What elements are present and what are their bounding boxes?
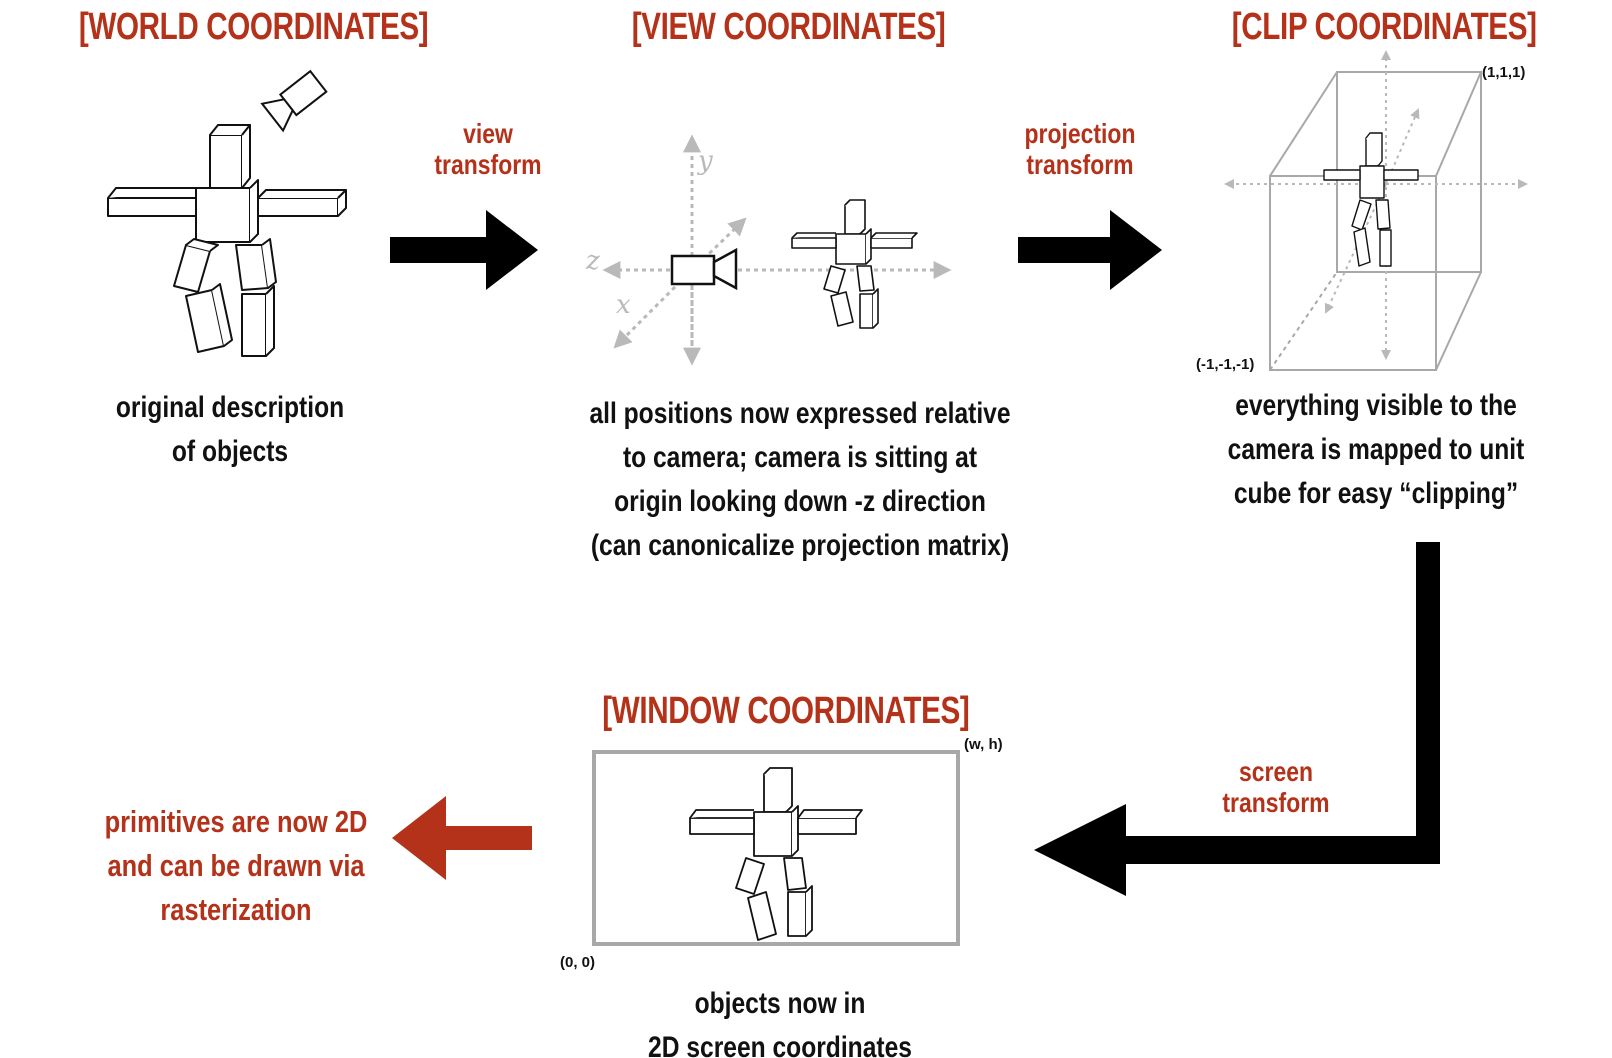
window-max-corner-label: (w, h) bbox=[964, 736, 1003, 753]
world-robot-figure bbox=[107, 124, 347, 357]
clip-min-corner-label: (-1,-1,-1) bbox=[1196, 356, 1255, 373]
clip-max-corner-label: (1,1,1) bbox=[1482, 64, 1526, 81]
rasterization-arrow bbox=[392, 796, 532, 880]
window-frame bbox=[592, 750, 960, 946]
clip-coordinates-title: [CLIP COORDINATES] bbox=[1231, 6, 1537, 48]
projection-transform-arrow bbox=[1018, 210, 1162, 290]
view-transform-arrow bbox=[390, 210, 538, 290]
view-axes bbox=[602, 134, 952, 366]
window-coordinates-title: [WINDOW COORDINATES] bbox=[602, 690, 970, 732]
z-axis-label: z bbox=[586, 246, 600, 276]
view-robot-figure bbox=[791, 199, 918, 329]
x-axis-label: x bbox=[616, 290, 631, 320]
screen-transform-arrow bbox=[1034, 542, 1440, 896]
camera-icon bbox=[260, 69, 328, 133]
y-axis-label: y bbox=[698, 146, 713, 176]
window-min-corner-label: (0, 0) bbox=[560, 954, 596, 971]
clip-cube bbox=[1269, 71, 1482, 371]
world-coordinates-title: [WORLD COORDINATES] bbox=[78, 6, 429, 48]
window-robot-figure bbox=[689, 767, 863, 941]
clip-robot-figure bbox=[1323, 132, 1419, 267]
view-coordinates-title: [VIEW COORDINATES] bbox=[631, 6, 946, 48]
view-camera-icon bbox=[670, 247, 738, 291]
